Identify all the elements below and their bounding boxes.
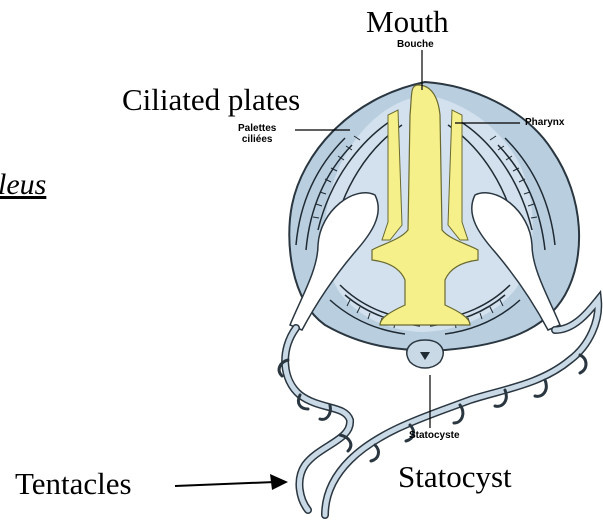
label-statocyste: Statocyste [409, 430, 460, 441]
label-mouth: Mouth [366, 6, 449, 37]
tentacle-left [285, 328, 350, 510]
label-pharynx: Pharynx [525, 117, 564, 128]
label-palettes-ciliees: Palettes ciliées [238, 123, 276, 145]
label-tentacles: Tentacles [15, 468, 132, 499]
label-bouche: Bouche [397, 39, 434, 50]
label-ciliated-plates: Ciliated plates [122, 84, 300, 115]
tentacles-arrow [175, 474, 288, 490]
label-statocyst: Statocyst [398, 461, 512, 492]
label-left-fragment: leus [0, 168, 46, 202]
